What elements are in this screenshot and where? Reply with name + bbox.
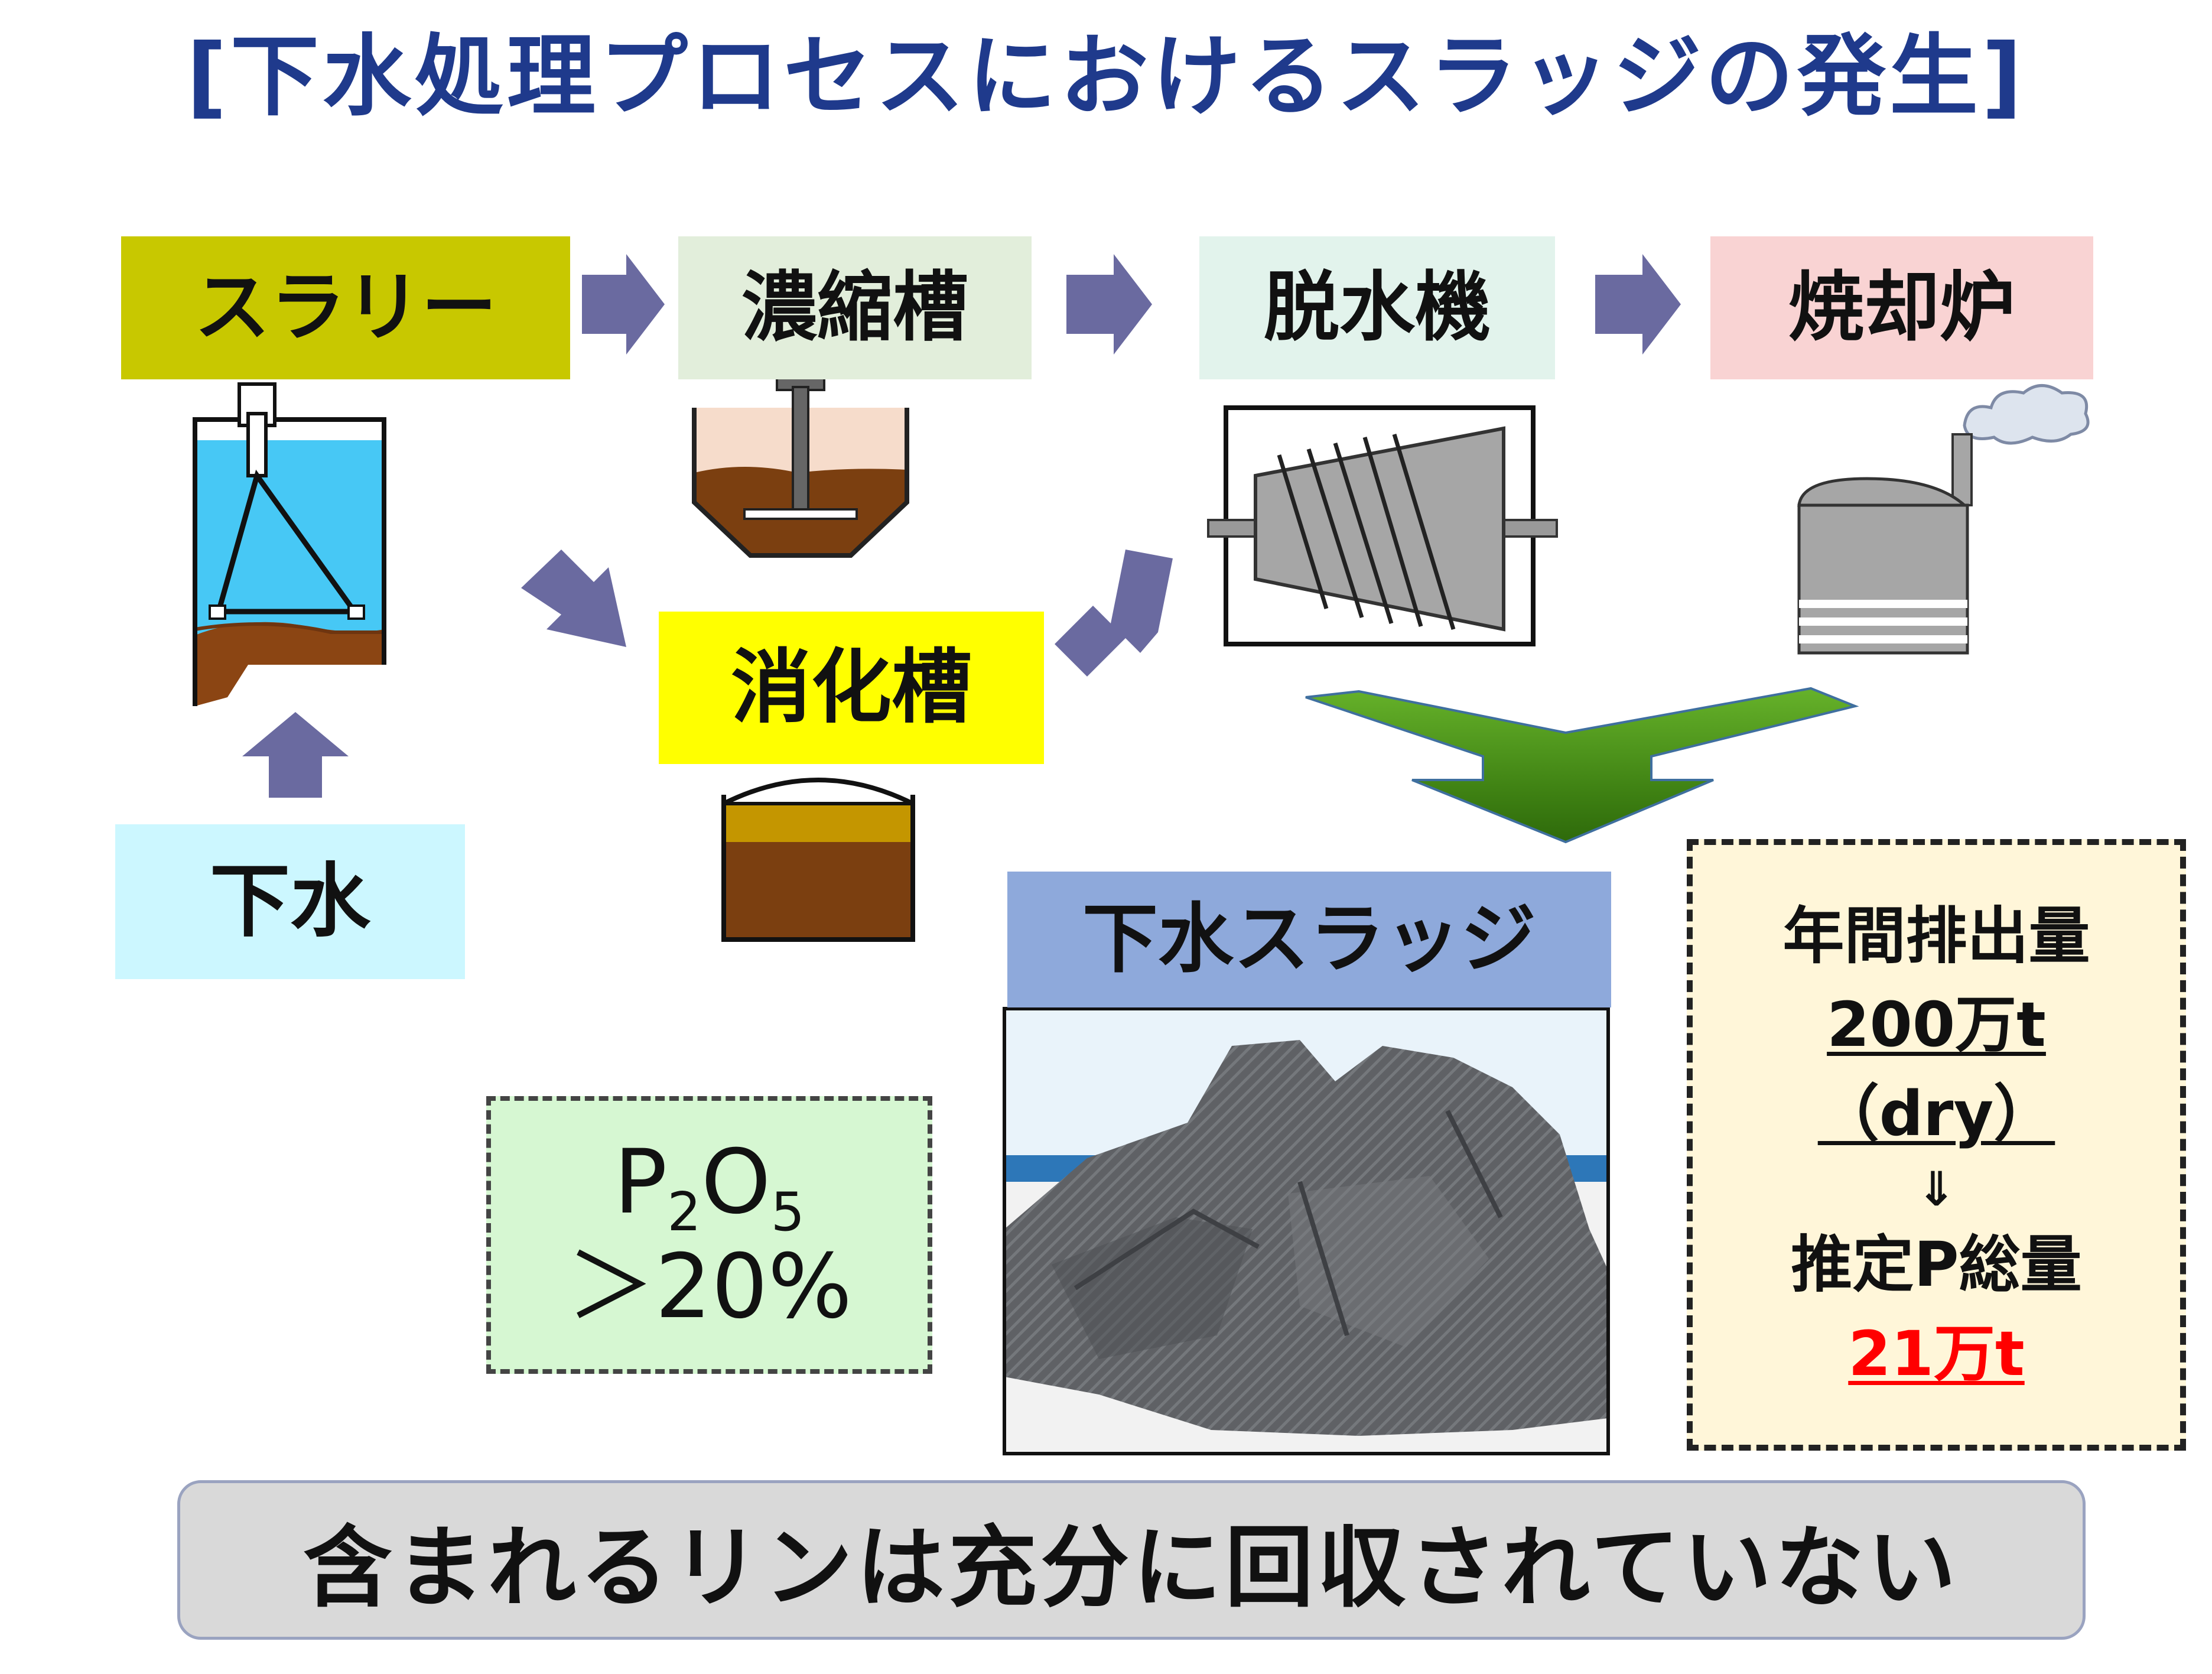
arrow-sewage-up	[242, 712, 349, 798]
annual-label: 年間排出量	[1782, 899, 2090, 972]
conclusion-banner: 含まれるリンは充分に回収されていない	[177, 1480, 2086, 1640]
phosphorus-amount: ＞20%	[566, 1235, 853, 1338]
dehydrator-drawing	[1207, 405, 1558, 646]
stage-dehydrator: 脱水機	[1199, 236, 1555, 379]
page-title: [下水処理プロセスにおけるスラッジの発生]	[186, 25, 2026, 128]
sludge-merge-arrow	[1305, 687, 1859, 844]
flow-arrows	[242, 254, 1681, 798]
estimated-p-value: 21万t	[1848, 1317, 2025, 1390]
arrow-slurry-thickener	[582, 254, 665, 355]
thickener-drawing	[692, 377, 909, 558]
arrow-to-digester	[521, 550, 626, 647]
phosphorus-formula: P2O5	[614, 1136, 805, 1241]
formula-sub-2: 2	[667, 1181, 701, 1243]
formula-sub-5: 5	[770, 1181, 805, 1243]
stage-sewage: 下水	[115, 824, 465, 979]
stage-thickener: 濃縮槽	[678, 236, 1032, 379]
estimated-p-label: 推定P総量	[1791, 1228, 2082, 1301]
arrow-to-dehydrator	[1055, 550, 1173, 677]
annual-output-box: 年間排出量 200万t （dry） ⇓ 推定P総量 21万t	[1687, 839, 2186, 1451]
incinerator-drawing	[1797, 384, 2090, 655]
arrow-dehydrator-incinerator	[1595, 254, 1681, 355]
sludge-photo	[1004, 1009, 1608, 1454]
stage-digester: 消化槽	[659, 612, 1044, 764]
slurry-tank-drawing	[193, 382, 386, 706]
annual-basis: （dry）	[1817, 1078, 2055, 1150]
stage-incinerator: 焼却炉	[1710, 236, 2093, 379]
formula-o: O	[701, 1131, 771, 1234]
arrow-thickener-dehydrator	[1066, 254, 1152, 355]
digester-drawing	[721, 778, 915, 942]
stage-slurry: スラリー	[121, 236, 570, 379]
down-arrow-icon: ⇓	[1916, 1161, 1957, 1217]
stage-sewage-sludge: 下水スラッジ	[1007, 872, 1611, 1007]
formula-p: P	[613, 1131, 668, 1234]
phosphorus-content-box: P2O5 ＞20%	[486, 1096, 932, 1374]
annual-value: 200万t	[1827, 989, 2046, 1061]
